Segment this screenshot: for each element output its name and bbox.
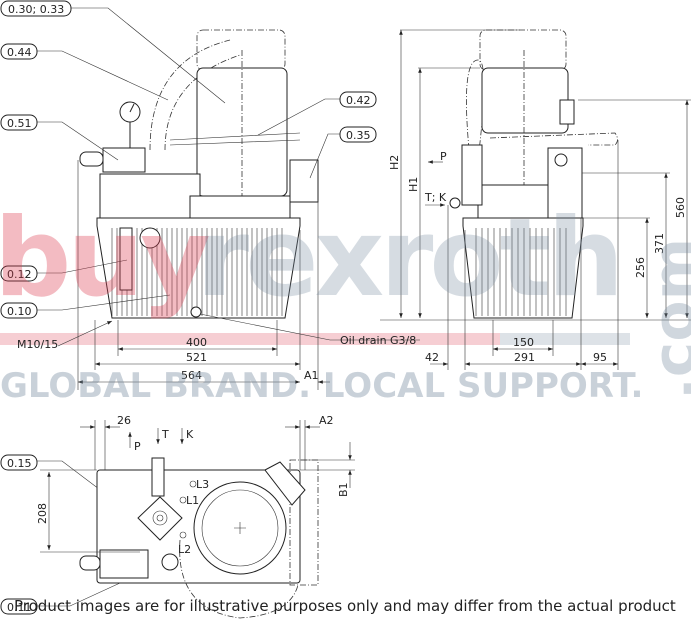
top-view bbox=[40, 420, 355, 619]
callout-0-51: 0.51 bbox=[7, 117, 32, 130]
port-l3: L3 bbox=[196, 478, 209, 491]
port-t-top: T bbox=[161, 428, 169, 441]
valve-block bbox=[102, 147, 146, 173]
port-k-top: K bbox=[186, 428, 194, 441]
dim-208: 208 bbox=[36, 503, 49, 524]
dim-291: 291 bbox=[514, 351, 535, 364]
thread-label: M10/15 bbox=[17, 338, 58, 351]
callout-0-35: 0.35 bbox=[346, 129, 371, 142]
dim-95: 95 bbox=[593, 351, 607, 364]
dim-h2: H2 bbox=[388, 155, 401, 170]
port-l2: L2 bbox=[178, 543, 191, 556]
oil-level-indicator bbox=[119, 227, 133, 291]
callout-0-44: 0.44 bbox=[7, 46, 32, 59]
watermark-band-grey bbox=[500, 333, 630, 345]
dim-h1: H1 bbox=[407, 177, 420, 192]
dim-a2: A2 bbox=[319, 414, 334, 427]
callout-0-12: 0.12 bbox=[7, 268, 32, 281]
side-motor bbox=[481, 67, 569, 134]
dim-564: 564 bbox=[181, 369, 202, 382]
dim-a1: A1 bbox=[304, 369, 319, 382]
dim-400: 400 bbox=[186, 336, 207, 349]
watermark-band-pink bbox=[0, 333, 500, 345]
front-view-labels: M10/15 Oil drain G3/8 400 521 564 A1 bbox=[17, 334, 416, 382]
dim-371: 371 bbox=[653, 233, 666, 254]
callout-0-42: 0.42 bbox=[346, 94, 371, 107]
callout-0-30: 0.30; 0.33 bbox=[8, 3, 64, 16]
dim-560: 560 bbox=[674, 197, 687, 218]
valve-0-35 bbox=[289, 159, 319, 203]
valve-top bbox=[99, 549, 149, 579]
side-view bbox=[380, 29, 691, 370]
callout-0-15: 0.15 bbox=[7, 457, 32, 470]
dim-150: 150 bbox=[513, 336, 534, 349]
dim-b1: B1 bbox=[337, 482, 350, 497]
oil-drain-label: Oil drain G3/8 bbox=[340, 334, 416, 347]
callout-0-10: 0.10 bbox=[7, 305, 32, 318]
port-l1: L1 bbox=[186, 494, 199, 507]
side-view-labels: H2 H1 P T; K 560 371 256 150 42 291 95 bbox=[388, 150, 687, 364]
callout-0-11: 0.11 bbox=[7, 601, 32, 614]
port-p-top: P bbox=[134, 440, 141, 453]
port-tk-label: T; K bbox=[424, 191, 447, 204]
side-oil-tank bbox=[462, 217, 584, 319]
dim-256: 256 bbox=[634, 257, 647, 278]
valve-frame bbox=[99, 173, 201, 219]
port-p-label: P bbox=[440, 150, 447, 163]
top-view-labels: 26 P T K A2 B1 208 L1 L2 L3 bbox=[36, 414, 350, 556]
dim-42: 42 bbox=[425, 351, 439, 364]
pump-head bbox=[137, 496, 183, 541]
dim-26: 26 bbox=[117, 414, 131, 427]
dim-521: 521 bbox=[186, 351, 207, 364]
disclaimer-text: Product images are for illustrative purp… bbox=[14, 597, 676, 615]
front-view bbox=[37, 7, 420, 390]
